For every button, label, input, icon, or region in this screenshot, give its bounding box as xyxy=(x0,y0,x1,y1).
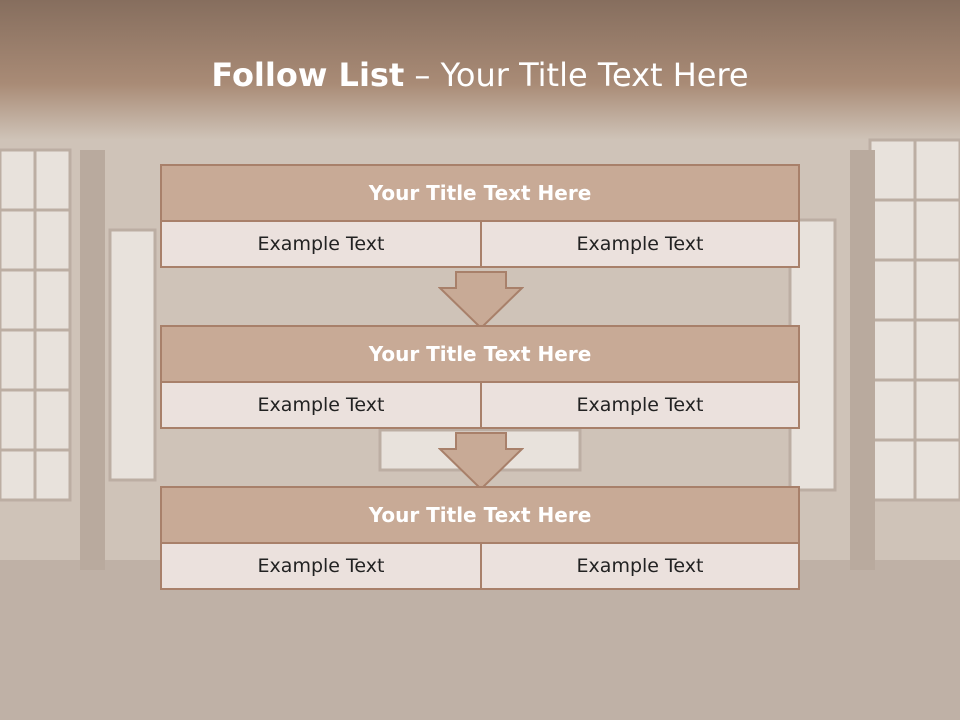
list-block-2: Your Title Text Here Example Text Exampl… xyxy=(160,325,800,429)
block-heading: Your Title Text Here xyxy=(162,166,798,222)
block-cell-right: Example Text xyxy=(482,222,798,266)
title-bold: Follow List xyxy=(211,56,405,94)
down-arrow-icon xyxy=(438,432,524,491)
page-title: Follow List – Your Title Text Here xyxy=(0,56,960,94)
block-cell-right: Example Text xyxy=(482,383,798,427)
list-block-1: Your Title Text Here Example Text Exampl… xyxy=(160,164,800,268)
block-cell-left: Example Text xyxy=(162,544,482,588)
block-heading: Your Title Text Here xyxy=(162,488,798,544)
title-rest: – Your Title Text Here xyxy=(414,56,749,94)
list-block-3: Your Title Text Here Example Text Exampl… xyxy=(160,486,800,590)
block-cell-right: Example Text xyxy=(482,544,798,588)
title-bar xyxy=(0,0,960,140)
block-heading: Your Title Text Here xyxy=(162,327,798,383)
block-cell-left: Example Text xyxy=(162,222,482,266)
down-arrow-icon xyxy=(438,271,524,330)
block-cell-left: Example Text xyxy=(162,383,482,427)
